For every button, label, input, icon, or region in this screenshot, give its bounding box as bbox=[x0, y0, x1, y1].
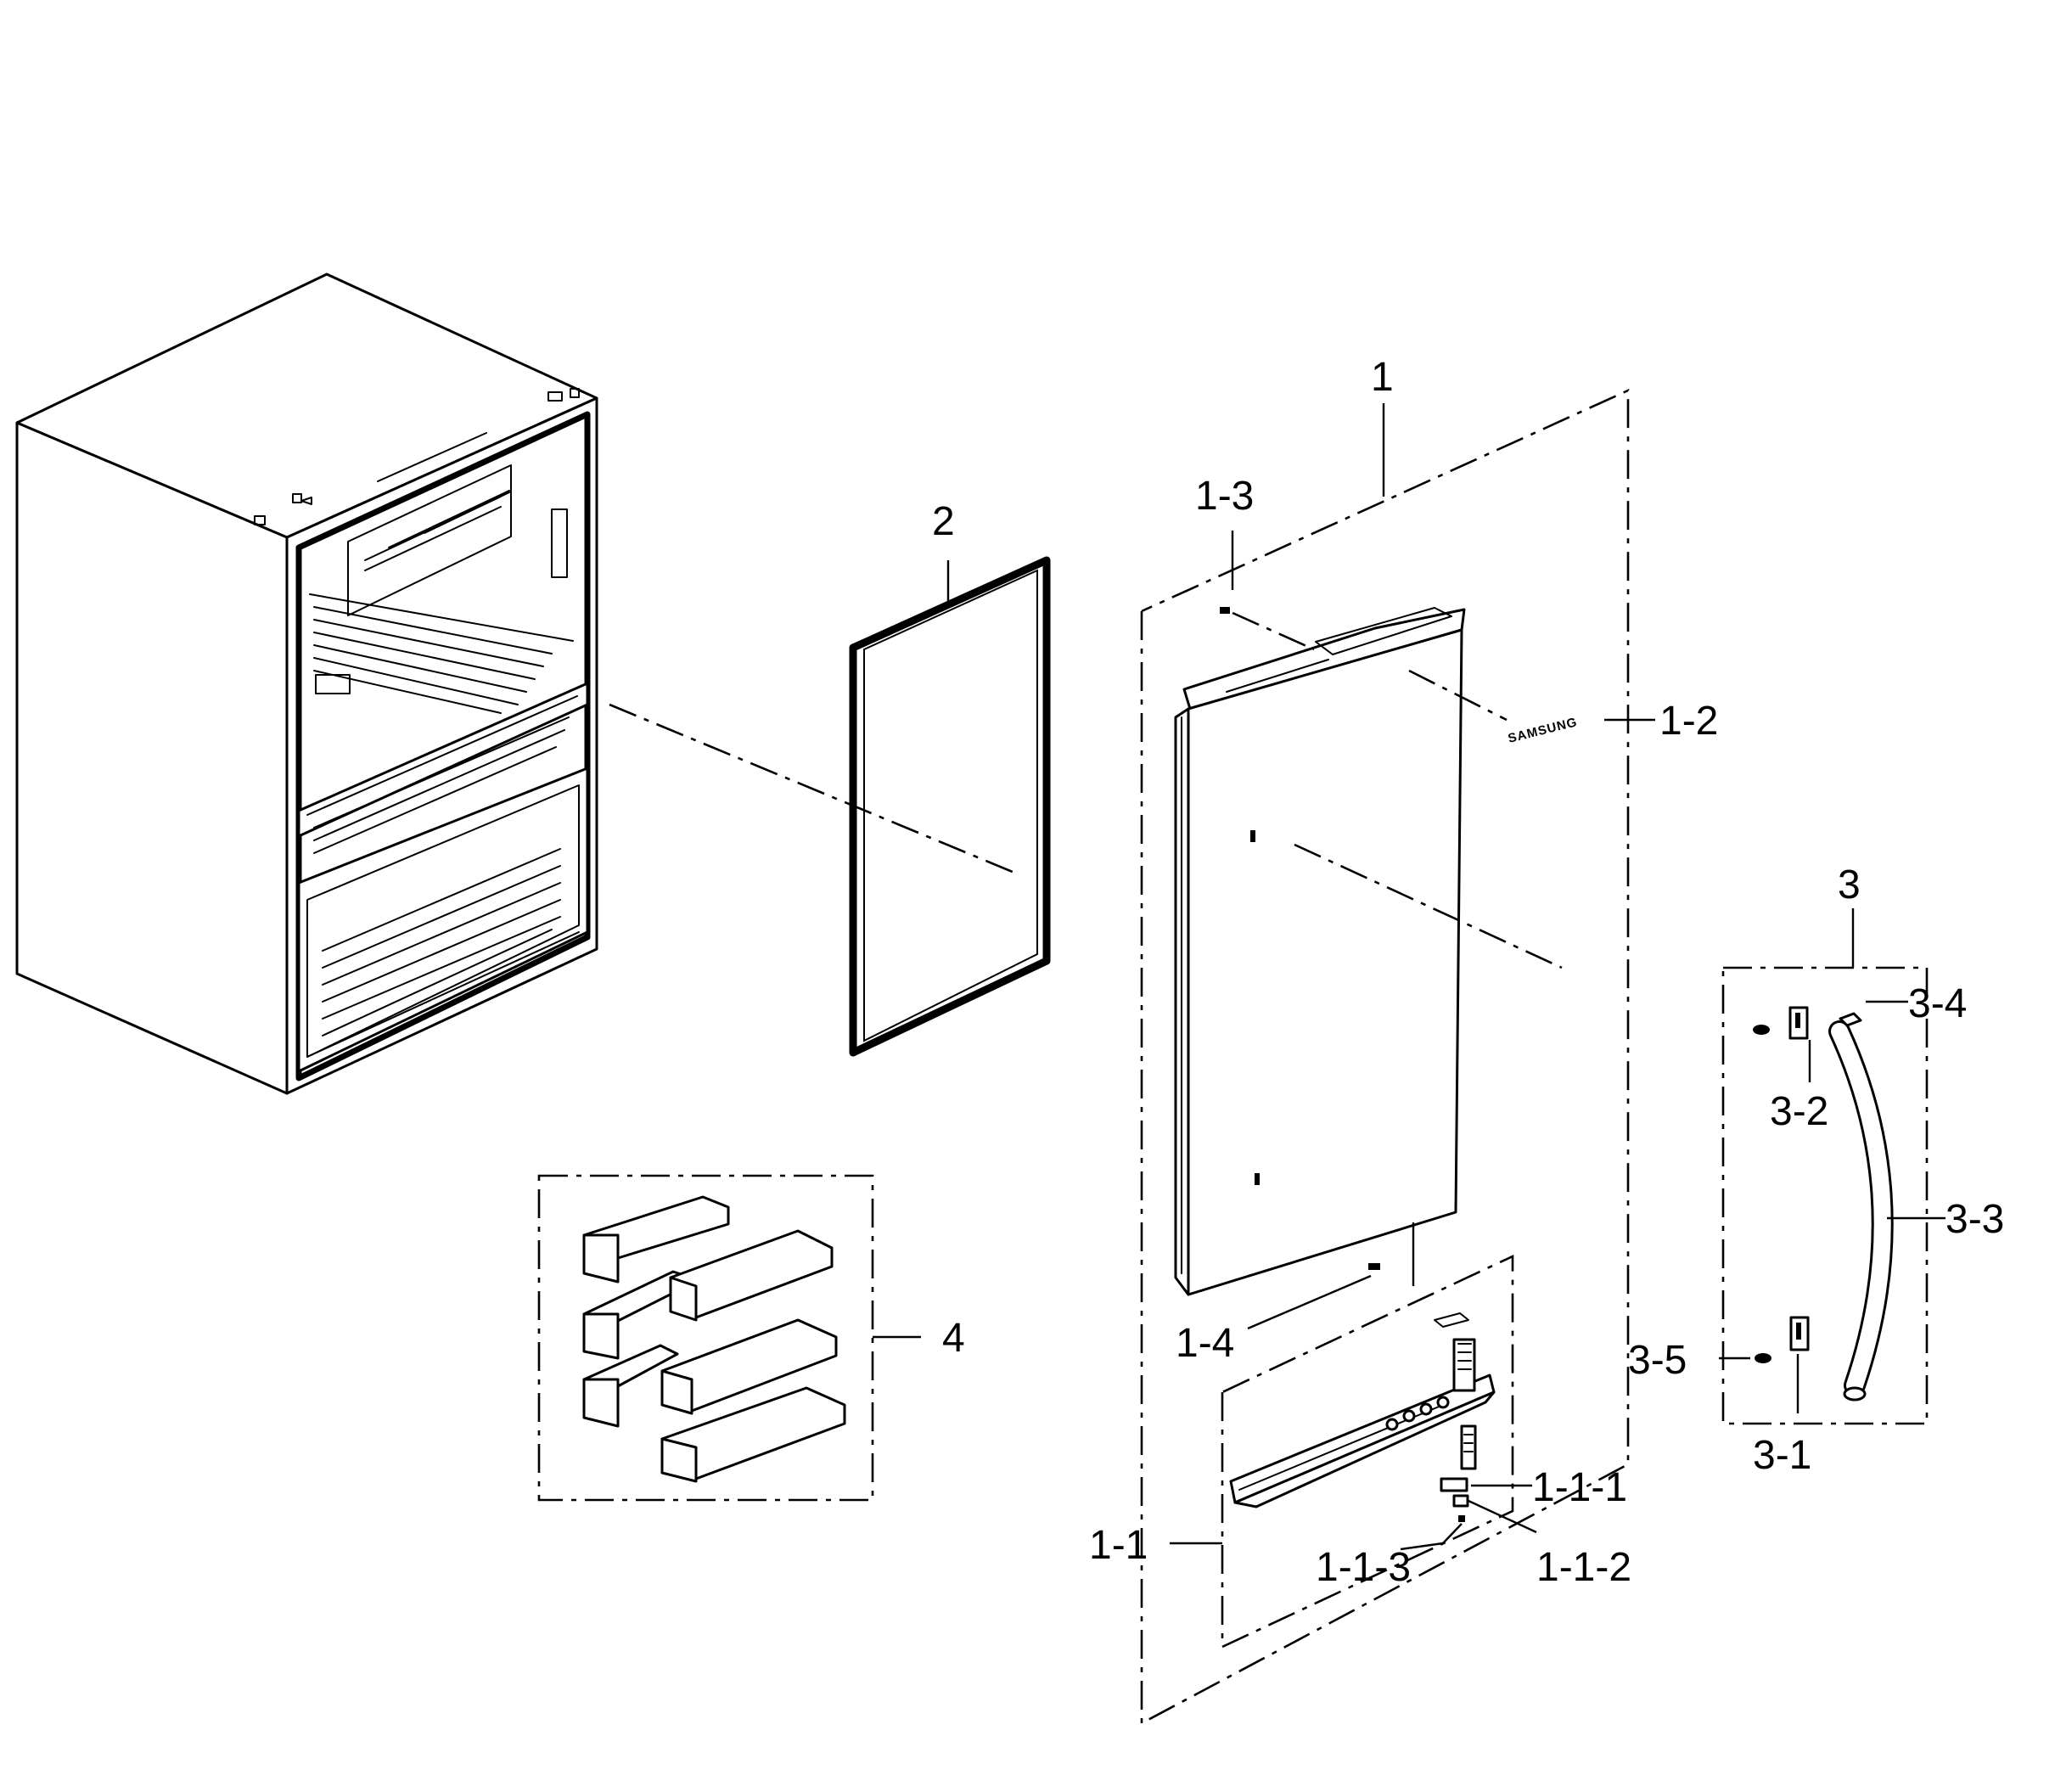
door-screw-upper bbox=[1250, 830, 1255, 842]
label-3-4: 3-4 bbox=[1908, 981, 1967, 1026]
middle-drawer bbox=[297, 682, 589, 884]
label-1-1-3: 1-1-3 bbox=[1316, 1545, 1411, 1590]
hinge-subassembly-boundary bbox=[1221, 1254, 1514, 1649]
upper-compartment bbox=[309, 464, 574, 714]
handle-boundary bbox=[1721, 966, 1929, 1425]
door-screw-lower bbox=[1255, 1173, 1260, 1185]
handle-parts bbox=[1753, 1006, 1894, 1402]
label-4: 4 bbox=[942, 1316, 965, 1361]
door-assembly-boundary bbox=[1140, 388, 1630, 1726]
label-3-3: 3-3 bbox=[1946, 1197, 2004, 1242]
bottom-hinge-bracket bbox=[1229, 1312, 1496, 1522]
door-panel bbox=[1174, 607, 1466, 1296]
brand-text: SAMSUNG bbox=[1507, 715, 1579, 746]
label-1-4: 1-4 bbox=[1176, 1321, 1234, 1366]
top-cap-hole bbox=[1220, 607, 1230, 614]
label-1-2: 1-2 bbox=[1659, 699, 1718, 744]
refrigerator-cabinet bbox=[15, 272, 598, 1095]
label-3: 3 bbox=[1838, 862, 1861, 907]
label-1-3: 1-3 bbox=[1195, 474, 1254, 519]
label-3-1: 3-1 bbox=[1753, 1433, 1811, 1478]
label-1-1: 1-1 bbox=[1089, 1523, 1148, 1568]
label-1-1-1: 1-1-1 bbox=[1532, 1465, 1627, 1510]
label-3-5: 3-5 bbox=[1628, 1338, 1687, 1383]
door-gasket bbox=[849, 556, 1051, 1057]
top-hinge-icon bbox=[254, 388, 580, 525]
samsung-badge: SAMSUNG bbox=[1507, 715, 1655, 746]
bottom-cap-hole bbox=[1368, 1263, 1380, 1270]
label-1: 1 bbox=[1371, 355, 1394, 400]
label-2: 2 bbox=[932, 499, 955, 544]
label-3-2: 3-2 bbox=[1770, 1089, 1828, 1134]
label-1-1-2: 1-1-2 bbox=[1536, 1545, 1631, 1590]
door-bins bbox=[582, 1195, 846, 1483]
lower-drawer bbox=[297, 767, 589, 1073]
